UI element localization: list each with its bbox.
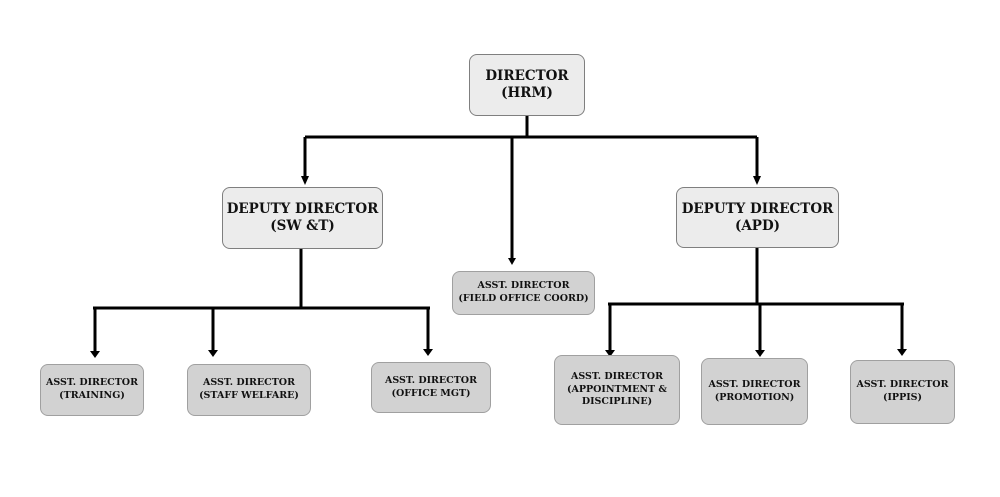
appointment-dept-line1: (APPOINTMENT &: [566, 383, 668, 395]
asst-director-field-office-box: ASST. DIRECTOR (FIELD OFFICE COORD): [452, 271, 595, 315]
asst-director-promotion-box: ASST. DIRECTOR (PROMOTION): [701, 358, 808, 425]
office-mgt-dept: (OFFICE MGT): [391, 387, 471, 399]
asst-director-office-mgt-box: ASST. DIRECTOR (OFFICE MGT): [371, 362, 491, 413]
promotion-title: ASST. DIRECTOR: [708, 378, 801, 390]
office-mgt-title: ASST. DIRECTOR: [385, 374, 477, 386]
deputy-swt-dept: (SW &T): [270, 218, 335, 234]
deputy-swt-title: DEPUTY DIRECTOR: [226, 201, 379, 218]
appointment-dept-line2: DISCIPLINE): [581, 396, 653, 408]
director-title: DIRECTOR: [485, 68, 569, 85]
asst-director-staff-welfare-box: ASST. DIRECTOR (STAFF WELFARE): [187, 364, 311, 416]
training-dept: (TRAINING): [59, 390, 125, 401]
appointment-title: ASST. DIRECTOR: [571, 370, 663, 382]
staff-welfare-dept: (STAFF WELFARE): [199, 390, 299, 401]
asst-director-training-box: ASST. DIRECTOR (TRAINING): [40, 364, 144, 416]
asst-director-ippis-box: ASST. DIRECTOR (IPPIS): [850, 360, 955, 424]
deputy-apd-dept: (APD): [734, 217, 781, 234]
asst-director-appointment-box: ASST. DIRECTOR (APPOINTMENT & DISCIPLINE…: [554, 355, 680, 425]
deputy-apd-title: DEPUTY DIRECTOR: [681, 200, 834, 217]
field-office-title: ASST. DIRECTOR: [477, 280, 570, 292]
director-dept: (HRM): [501, 85, 553, 101]
promotion-dept: (PROMOTION): [714, 391, 795, 403]
staff-welfare-title: ASST. DIRECTOR: [203, 377, 295, 389]
ippis-dept: (IPPIS): [882, 392, 923, 403]
ippis-title: ASST. DIRECTOR: [856, 379, 949, 391]
field-office-dept: (FIELD OFFICE COORD): [458, 293, 589, 304]
director-box: DIRECTOR (HRM): [469, 54, 585, 116]
deputy-director-swt-box: DEPUTY DIRECTOR (SW &T): [222, 187, 383, 249]
training-title: ASST. DIRECTOR: [46, 377, 138, 389]
deputy-director-apd-box: DEPUTY DIRECTOR (APD): [676, 187, 839, 248]
